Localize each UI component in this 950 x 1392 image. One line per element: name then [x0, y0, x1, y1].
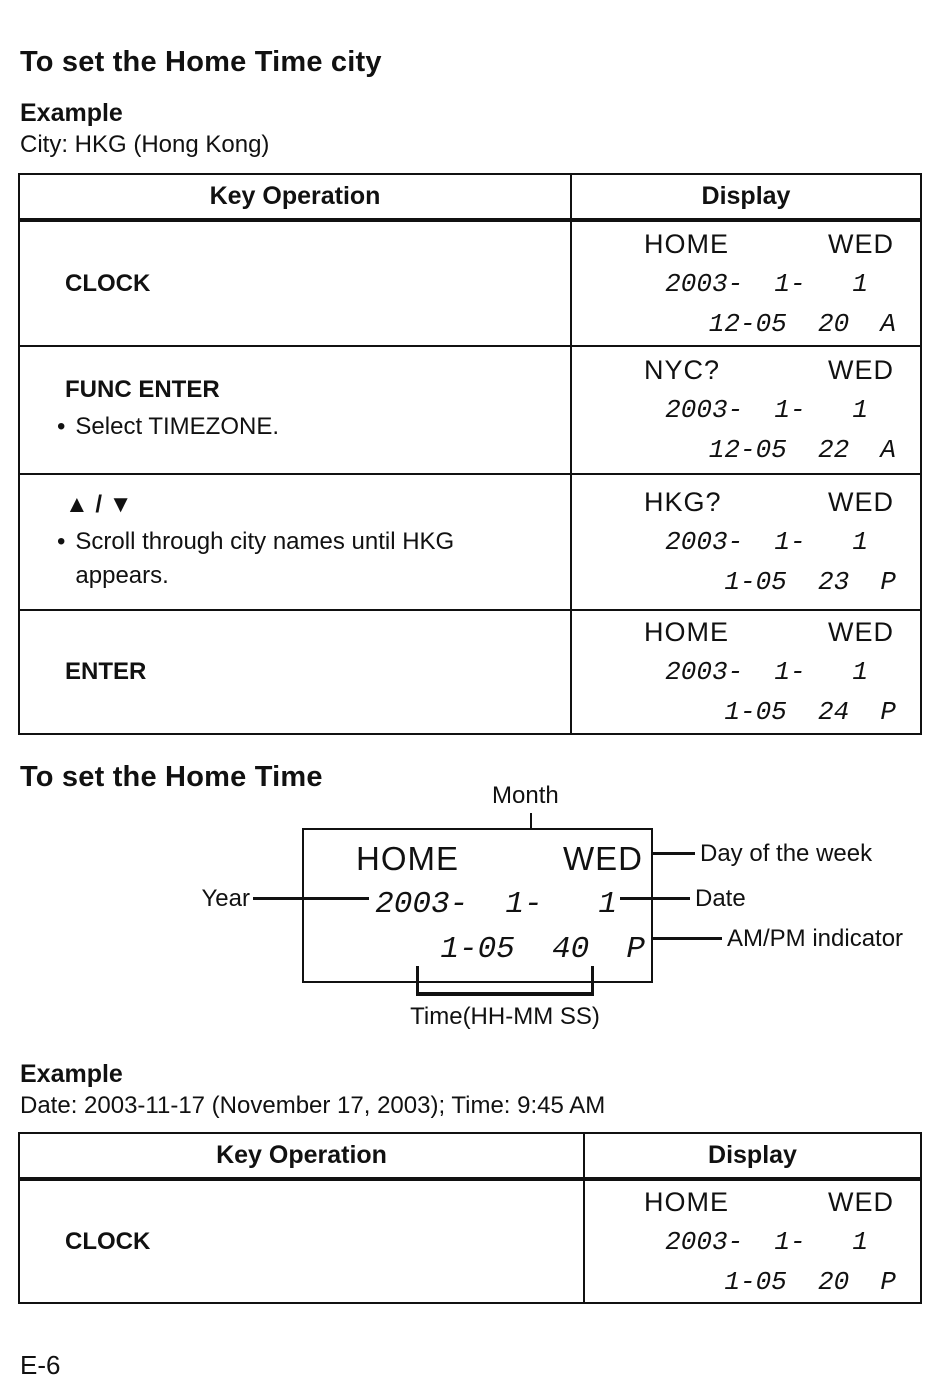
- callout-line-year: [253, 897, 369, 900]
- lcd-mode-label: HOME: [644, 1186, 729, 1217]
- callout-line-day-of-week: [651, 852, 695, 855]
- lcd-time: 1-05 23 P: [724, 567, 896, 597]
- table-header-row: Key Operation Display: [18, 173, 922, 222]
- example-heading: Example: [20, 99, 123, 127]
- callout-ampm-indicator: AM/PM indicator: [727, 925, 904, 952]
- key-operation-table-2: Key Operation Display CLOCK HOME WED 200…: [18, 1132, 922, 1304]
- lcd-date: 2003- 1- 1: [665, 1226, 868, 1257]
- key-note: • Scroll through city names until HKG ap…: [57, 525, 487, 593]
- display-cell: HOME WED 2003- 1- 1 1-05 24 P: [570, 609, 922, 735]
- key-label: CLOCK: [65, 1227, 151, 1255]
- column-header-key-operation: Key Operation: [18, 1132, 585, 1181]
- key-label: FUNC ENTER: [65, 376, 220, 403]
- callout-day-of-week: Day of the week: [700, 840, 873, 867]
- bullet-marker: •: [57, 528, 66, 555]
- page-number: E-6: [20, 1350, 61, 1380]
- lcd-day-of-week: WED: [828, 228, 894, 259]
- callout-date: Date: [695, 885, 746, 912]
- manual-page: To set the Home Time city Example City: …: [0, 46, 950, 1380]
- section-title-home-time: To set the Home Time: [20, 761, 323, 793]
- key-label: CLOCK: [65, 269, 151, 297]
- key-operation-cell: CLOCK: [18, 219, 572, 347]
- lcd-mode-label: HOME: [356, 840, 459, 877]
- lcd-time: 12-05 22 A: [708, 435, 896, 465]
- lcd-date: 2003- 1- 1: [665, 657, 868, 687]
- bracket-left-tick: [416, 966, 419, 996]
- key-operation-cell: ▲ / ▼ • Scroll through city names until …: [18, 473, 572, 611]
- column-header-key-operation: Key Operation: [18, 173, 572, 222]
- key-operation-cell: CLOCK: [18, 1178, 585, 1304]
- table-row: FUNC ENTER • Select TIMEZONE. NYC? WED 2…: [18, 345, 922, 475]
- lcd-time: 1-05 20 P: [724, 1266, 896, 1297]
- display-cell: HKG? WED 2003- 1- 1 1-05 23 P: [570, 473, 922, 611]
- callout-year: Year: [201, 885, 251, 912]
- lcd-day-of-week: WED: [828, 1186, 894, 1217]
- table-row: ▲ / ▼ • Scroll through city names until …: [18, 473, 922, 611]
- display-cell: NYC? WED 2003- 1- 1 12-05 22 A: [570, 345, 922, 475]
- bracket-bar: [416, 992, 594, 996]
- bracket-right-tick: [591, 966, 594, 996]
- table-row: ENTER HOME WED 2003- 1- 1 1-05 24 P: [18, 609, 922, 735]
- display-cell: HOME WED 2003- 1- 1 1-05 20 P: [583, 1178, 922, 1304]
- lcd-mode-label: NYC?: [644, 355, 721, 385]
- key-note-text: Select TIMEZONE.: [75, 413, 280, 440]
- example-detail: City: HKG (Hong Kong): [20, 131, 270, 158]
- lcd-mode-label: HOME: [644, 228, 729, 259]
- lcd-time: 12-05 20 A: [708, 308, 896, 339]
- lcd-display-diagram: HOME WED 2003- 1- 1 1-05 40 P: [302, 828, 653, 983]
- up-down-arrow-keys: ▲ / ▼: [65, 491, 133, 518]
- lcd-day-of-week: WED: [563, 840, 643, 877]
- table-header-row: Key Operation Display: [18, 1132, 922, 1181]
- bullet-marker: •: [57, 413, 66, 440]
- key-operation-table-1: Key Operation Display CLOCK HOME WED 200…: [18, 173, 922, 735]
- section-title-home-time-city: To set the Home Time city: [20, 46, 382, 78]
- key-operation-cell: FUNC ENTER • Select TIMEZONE.: [18, 345, 572, 475]
- lcd-date: 2003- 1- 1: [375, 887, 617, 922]
- column-header-display: Display: [570, 173, 922, 222]
- lcd-time: 1-05 24 P: [724, 697, 896, 727]
- callout-time: Time(HH-MM SS): [410, 1003, 600, 1030]
- lcd-date: 2003- 1- 1: [665, 268, 868, 299]
- lcd-display: HOME WED 2003- 1- 1 1-05 20 P: [636, 1182, 898, 1302]
- key-note: • Select TIMEZONE.: [57, 410, 487, 444]
- display-cell: HOME WED 2003- 1- 1 12-05 20 A: [570, 219, 922, 347]
- lcd-date: 2003- 1- 1: [665, 527, 868, 557]
- lcd-day-of-week: WED: [828, 355, 894, 385]
- key-label: ENTER: [65, 658, 147, 685]
- display-diagram: Month HOME WED 2003- 1- 1 1-05 40 P Year…: [0, 778, 950, 1046]
- lcd-display: HOME WED 2003- 1- 1 12-05 20 A: [636, 224, 898, 344]
- lcd-date: 2003- 1- 1: [665, 395, 868, 425]
- lcd-mode-label: HOME: [644, 617, 729, 647]
- table-row: CLOCK HOME WED 2003- 1- 1 12-05 20 A: [18, 219, 922, 347]
- table-row: CLOCK HOME WED 2003- 1- 1 1-05 20 P: [18, 1178, 922, 1304]
- callout-line-date: [620, 897, 690, 900]
- callout-month: Month: [492, 782, 559, 809]
- lcd-mode-label: HKG?: [644, 487, 722, 517]
- lcd-display: HOME WED 2003- 1- 1 1-05 24 P: [636, 612, 898, 732]
- key-operation-cell: ENTER: [18, 609, 572, 735]
- lcd-display: HKG? WED 2003- 1- 1 1-05 23 P: [636, 482, 898, 602]
- lcd-display: NYC? WED 2003- 1- 1 12-05 22 A: [636, 350, 898, 470]
- key-note-text: Scroll through city names until HKG appe…: [75, 528, 455, 589]
- example-detail: Date: 2003-11-17 (November 17, 2003); Ti…: [20, 1092, 606, 1119]
- lcd-day-of-week: WED: [828, 487, 894, 517]
- callout-line-ampm: [651, 937, 722, 940]
- lcd-day-of-week: WED: [828, 617, 894, 647]
- column-header-display: Display: [583, 1132, 922, 1181]
- lcd-time: 1-05 40 P: [440, 932, 645, 967]
- example-heading: Example: [20, 1060, 123, 1088]
